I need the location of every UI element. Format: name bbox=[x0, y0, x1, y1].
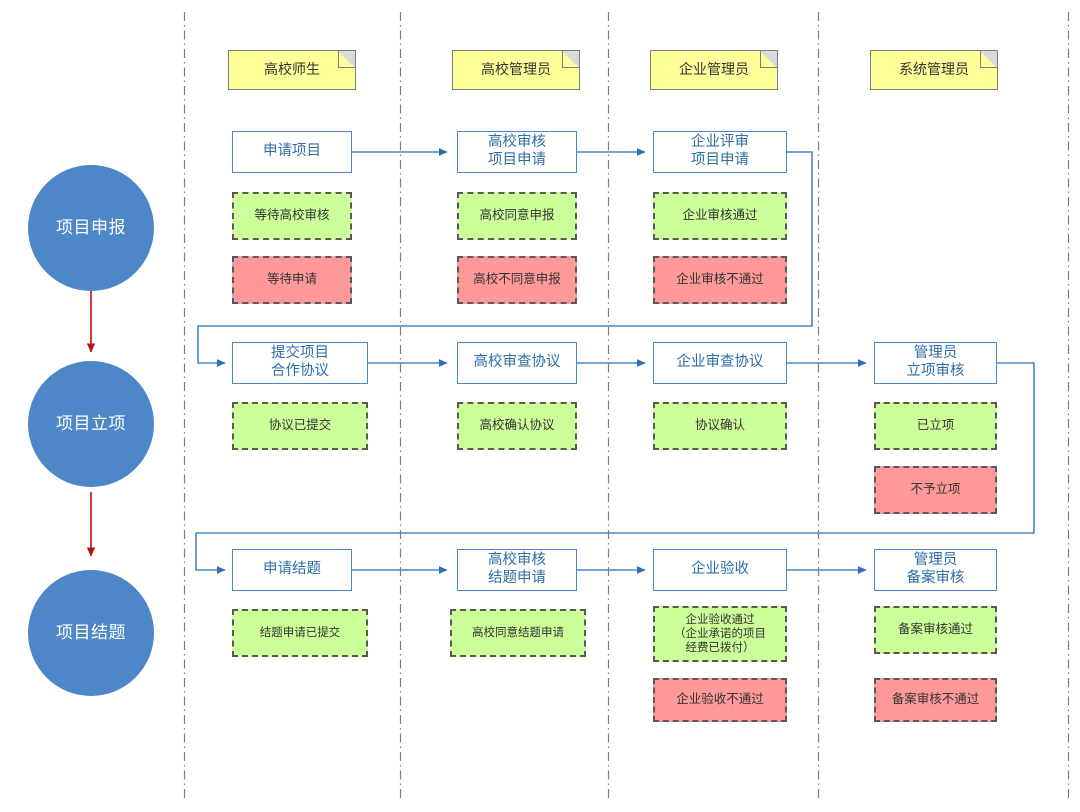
process-r2-c1[interactable]: 提交项目 合作协议 bbox=[232, 342, 368, 384]
status-r1-c1-bad[interactable]: 等待申请 bbox=[232, 256, 352, 304]
status-r3-c4-bad[interactable]: 备案审核不通过 bbox=[874, 678, 997, 722]
status-r2-c4-ok[interactable]: 已立项 bbox=[874, 402, 997, 450]
process-r2-c4[interactable]: 管理员 立项审核 bbox=[874, 342, 997, 384]
lane-header-label-3: 系统管理员 bbox=[899, 61, 969, 78]
status-r3-c3-ok[interactable]: 企业验收通过 （企业承诺的项目 经费已拨付） bbox=[653, 606, 787, 662]
status-r1-c1-ok[interactable]: 等待高校审核 bbox=[232, 192, 352, 240]
note-fold-edge-1 bbox=[562, 51, 579, 68]
lane-header-0[interactable]: 高校师生 bbox=[228, 50, 356, 90]
status-r1-c2-bad[interactable]: 高校不同意申报 bbox=[457, 256, 577, 304]
lane-header-label-0: 高校师生 bbox=[264, 61, 320, 78]
process-r3-c2[interactable]: 高校审核 结题申请 bbox=[457, 549, 577, 591]
note-fold-edge-2 bbox=[760, 51, 777, 68]
note-fold-icon-3 bbox=[980, 51, 997, 68]
status-r1-c3-ok[interactable]: 企业审核通过 bbox=[653, 192, 787, 240]
status-r3-c1-ok[interactable]: 结题申请已提交 bbox=[232, 609, 368, 657]
note-fold-edge-0 bbox=[338, 51, 355, 68]
status-r2-c4-bad[interactable]: 不予立项 bbox=[874, 466, 997, 514]
phase-circle-2[interactable]: 项目结题 bbox=[28, 570, 154, 696]
phase-circle-0[interactable]: 项目申报 bbox=[28, 165, 154, 291]
process-r1-c3[interactable]: 企业评审 项目申请 bbox=[653, 131, 787, 173]
phase-circle-1[interactable]: 项目立项 bbox=[28, 361, 154, 487]
status-r1-c2-ok[interactable]: 高校同意申报 bbox=[457, 192, 577, 240]
status-r2-c3-ok[interactable]: 协议确认 bbox=[653, 402, 787, 450]
process-r3-c4[interactable]: 管理员 备案审核 bbox=[874, 549, 997, 591]
process-r3-c1[interactable]: 申请结题 bbox=[232, 549, 352, 591]
status-r2-c2-ok[interactable]: 高校确认协议 bbox=[457, 402, 577, 450]
lane-header-2[interactable]: 企业管理员 bbox=[650, 50, 778, 90]
status-r2-c1-ok[interactable]: 协议已提交 bbox=[232, 402, 368, 450]
status-r1-c3-bad[interactable]: 企业审核不通过 bbox=[653, 256, 787, 304]
note-fold-icon-0 bbox=[338, 51, 355, 68]
lane-header-1[interactable]: 高校管理员 bbox=[452, 50, 580, 90]
status-r3-c2-ok[interactable]: 高校同意结题申请 bbox=[450, 609, 586, 657]
note-fold-icon-1 bbox=[562, 51, 579, 68]
process-r1-c2[interactable]: 高校审核 项目申请 bbox=[457, 131, 577, 173]
process-r3-c3[interactable]: 企业验收 bbox=[653, 549, 787, 591]
process-r2-c3[interactable]: 企业审查协议 bbox=[653, 342, 787, 384]
process-r1-c1[interactable]: 申请项目 bbox=[232, 131, 352, 173]
process-r2-c2[interactable]: 高校审查协议 bbox=[457, 342, 577, 384]
lane-header-label-1: 高校管理员 bbox=[481, 61, 551, 78]
status-r3-c3-bad[interactable]: 企业验收不通过 bbox=[653, 678, 787, 722]
lane-header-3[interactable]: 系统管理员 bbox=[870, 50, 998, 90]
status-r3-c4-ok[interactable]: 备案审核通过 bbox=[874, 606, 997, 654]
note-fold-edge-3 bbox=[980, 51, 997, 68]
lane-header-label-2: 企业管理员 bbox=[679, 61, 749, 78]
note-fold-icon-2 bbox=[760, 51, 777, 68]
